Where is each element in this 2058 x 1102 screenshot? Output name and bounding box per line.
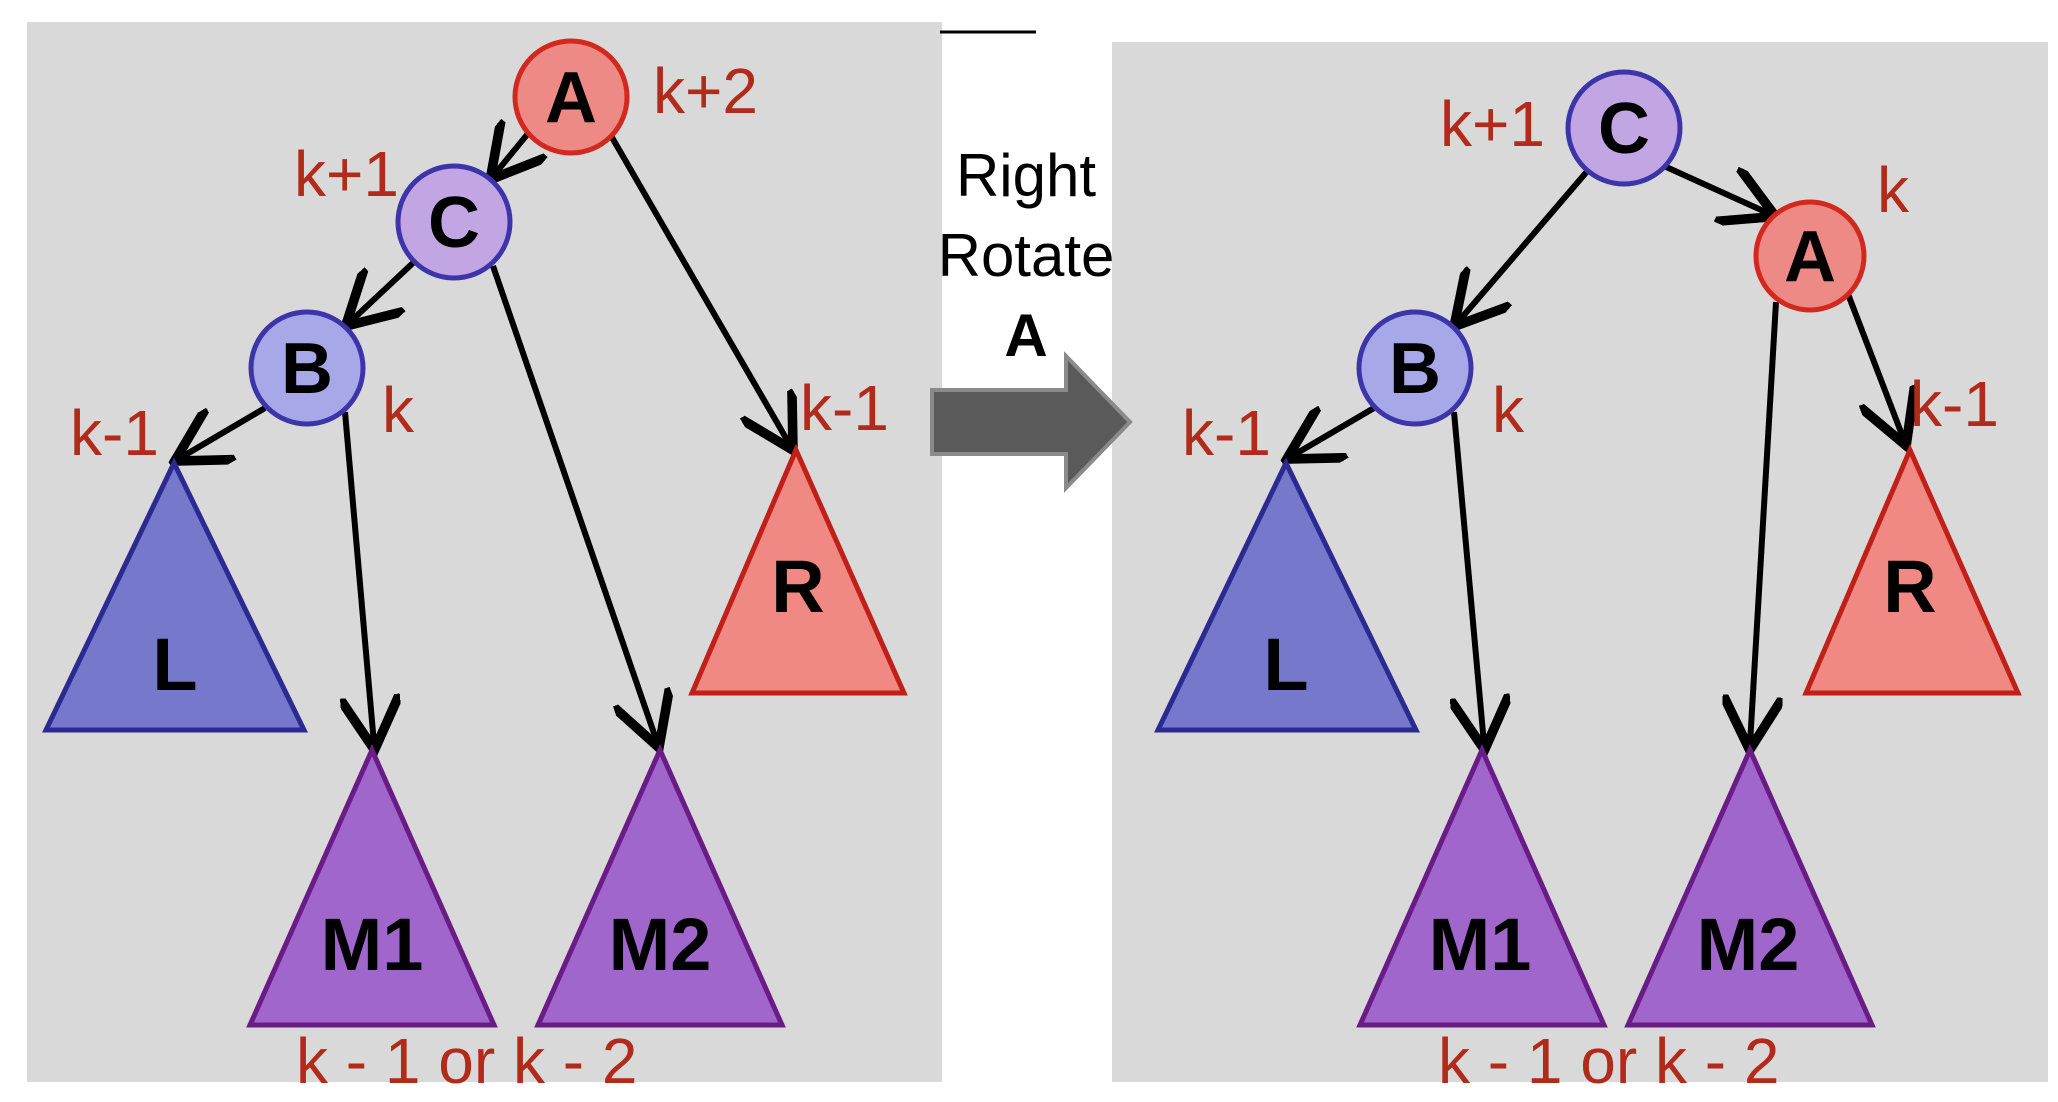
edge-b-to-l <box>1292 405 1376 456</box>
edge-a-to-m2 <box>1750 301 1776 744</box>
subtree-m2-label: M2 <box>1697 903 1800 986</box>
node-c <box>1565 69 1683 187</box>
height-b: k <box>382 374 415 446</box>
height-l: k-1 <box>70 397 159 469</box>
operation-line-3: A <box>1004 302 1047 369</box>
subtree-m2 <box>534 743 786 1028</box>
node-b-label: B <box>281 329 333 409</box>
subtree-m2 <box>1624 743 1876 1028</box>
before-tree: L M1 M2 R A C B k+2 k+1 k k-1 k-1 k - 1 … <box>42 38 908 1097</box>
height-m: k - 1 or k - 2 <box>1438 1025 1779 1097</box>
subtree-m1-label: M1 <box>321 903 424 986</box>
node-c-label: C <box>428 183 480 263</box>
subtree-l <box>42 457 308 733</box>
height-m: k - 1 or k - 2 <box>296 1025 637 1097</box>
height-b: k <box>1492 374 1525 446</box>
subtree-r <box>1802 443 2022 696</box>
subtree-m1 <box>1356 743 1608 1028</box>
edge-b-to-l <box>180 405 267 458</box>
node-b <box>1356 309 1474 427</box>
height-c: k+1 <box>1440 88 1545 160</box>
node-a <box>1753 199 1867 313</box>
node-a-label: A <box>1784 217 1836 297</box>
height-r: k-1 <box>800 372 889 444</box>
edge-c-to-m2 <box>490 265 657 742</box>
edge-b-to-m1 <box>1454 411 1484 744</box>
subtree-r-label: R <box>771 545 824 628</box>
subtree-m1-label: M1 <box>1429 903 1532 986</box>
subtree-m2-label: M2 <box>609 903 712 986</box>
node-b <box>248 309 366 427</box>
rotation-operation: Right Rotate A <box>930 142 1133 493</box>
node-b-label: B <box>1389 329 1441 409</box>
edge-a-to-r <box>1845 292 1904 440</box>
edge-c-to-b <box>350 259 417 322</box>
node-c-label: C <box>1598 89 1650 169</box>
rotation-arrow-icon <box>930 351 1133 493</box>
subtree-l-label: L <box>152 623 197 706</box>
subtree-r <box>688 443 908 696</box>
height-a: k+2 <box>653 55 758 127</box>
edge-c-to-b <box>1458 166 1593 322</box>
operation-line-1: Right <box>956 142 1096 209</box>
operation-line-2: Rotate <box>938 222 1115 289</box>
edge-b-to-m1 <box>345 411 374 744</box>
subtree-l <box>1154 457 1420 733</box>
after-tree: L M1 M2 R C A B k+1 k k k-1 k-1 k - 1 or… <box>1154 69 2022 1097</box>
node-a <box>512 38 630 156</box>
height-l: k-1 <box>1182 397 1271 469</box>
height-a: k <box>1877 154 1910 226</box>
node-c <box>395 163 513 281</box>
subtree-r-label: R <box>1883 545 1936 628</box>
edge-a-to-r <box>607 132 790 445</box>
height-c: k+1 <box>294 138 399 210</box>
edge-c-to-a <box>1662 163 1770 214</box>
subtree-l-label: L <box>1263 623 1308 706</box>
node-a-label: A <box>545 58 597 138</box>
subtree-m1 <box>246 743 498 1028</box>
height-r: k-1 <box>1910 368 1999 440</box>
